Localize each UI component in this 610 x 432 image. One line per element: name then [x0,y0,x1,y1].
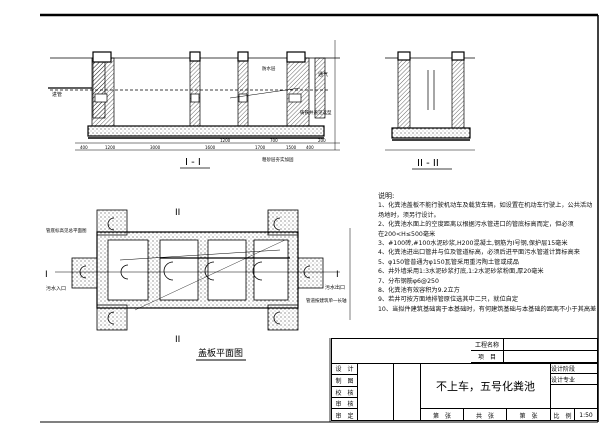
drawing-title: 不上车，五号化粪池 [421,363,551,409]
plan-label: 盖板平面图 [198,347,243,359]
role-check: 校 核 [332,387,358,398]
note-item: 5、φ150管普通为φ150瓦管采用重污陶土管或成品 [378,258,519,266]
plan-marker-i-right: I [336,270,339,280]
project-name-label: 工程名称 [471,339,504,351]
section-1-label: I - I [185,157,201,168]
role-design: 设 计 [332,363,358,375]
sheet-number: 第 张 [421,409,464,421]
note-item: 7、分布钢筋φ6@250 [378,277,439,285]
scale-label: 比 例 [551,409,575,421]
plan-marker-i-left: I [45,270,48,280]
note-item: 10、当拟件建筑基础离于本基础时，有何建筑基础与本基础的距离不小于其高差 [378,305,597,313]
section-dimensions: 400 1200 3000 1600 1200 1700 700 1500 40… [80,138,326,150]
item-value [504,351,597,363]
section-dimension: 1200 [105,145,116,150]
section-dimension: 200 [318,138,326,143]
divider [332,363,597,364]
section-dimension: 400 [306,145,314,150]
notes: 说明: 1、化粪池盖板不能行驶机动车及载货车辆，如设置在机动车行驶上，公共活动 … [378,192,603,314]
section-note-2: 粗砂层夯实加固 [262,156,294,163]
section-dimension: 400 [80,145,88,150]
plan-marker-ii-top: II [175,208,180,218]
date-column [394,363,421,421]
design-major-label: 设计专业 [551,374,597,385]
section-dimension: 1200 [220,138,231,143]
pipe-label-left: 进管 [52,91,62,98]
outlet-label: 污水出口 [325,284,345,291]
section-dimension: 1700 [255,145,266,150]
design-stage-label: 设计阶段 [551,363,597,374]
section-dimension: 1600 [205,145,216,150]
title-block: 工程名称 项 目 设 计 制 图 校 核 审 核 审 定 不上车，五号化粪池 设… [331,338,598,421]
plan-note-left: 管底标高见总平面图 [46,227,87,234]
plan-view [55,209,351,331]
section-2-label: II - II [417,158,439,169]
section-dimension: 3000 [150,145,161,150]
note-item: 6、井外墙采用1:3水泥砂浆打底,1:2水泥砂浆粉面,厚20毫米 [378,268,544,276]
sheet-total: 共 张 [464,409,507,421]
note-item: 4、化粪池进出口管井与位及管道标高，必须后进平面污水管道计算标高来 [378,249,580,257]
section-dimension: 1500 [286,145,297,150]
section-note: 防水层 [262,65,276,72]
section-1-1 [48,40,340,151]
section-note-3: 铸铁井盖见选型 [300,109,332,116]
section-dimension: 700 [270,138,278,143]
note-item: 在200<H≤500毫米 [378,230,436,238]
sheet-ref: 第 张 [507,409,551,421]
scale-value: 1:50 [579,411,593,419]
plan-note-right: 管道按建筑单一长轴 [306,297,347,304]
signature-column [358,363,394,421]
item-label: 项 目 [471,351,504,363]
pipe-label-right: 通气 [318,71,328,78]
inlet-label: 污水入口 [46,285,66,292]
note-item: 3、#100砖,#100水泥砂浆,H200混凝土,钢筋为Ⅰ号钢,保护层15毫米 [378,240,568,248]
note-item: 场地时，须另行设计。 [378,211,440,219]
note-item: 8、化粪池有效容积为9.2立方 [378,287,460,295]
role-review: 审 核 [332,398,358,409]
blank-cell [551,385,597,409]
role-approve: 审 定 [332,409,358,421]
note-item: 9、若井可按方面地排管原位选其中二只，就位自定 [378,296,519,304]
plan-marker-ii-bottom: II [175,335,180,345]
notes-title: 说明: [378,192,395,200]
note-item: 2、化粪池水面上的空度距离以根据污水管进口的管底标高而定，但必须 [378,221,574,229]
section-2-2 [385,51,475,151]
role-drafting: 制 图 [332,375,358,387]
project-name-value [504,339,597,351]
note-item: 1、化粪池盖板不能行驶机动车及载货车辆，如设置在机动车行驶上，公共活动 [378,202,593,210]
